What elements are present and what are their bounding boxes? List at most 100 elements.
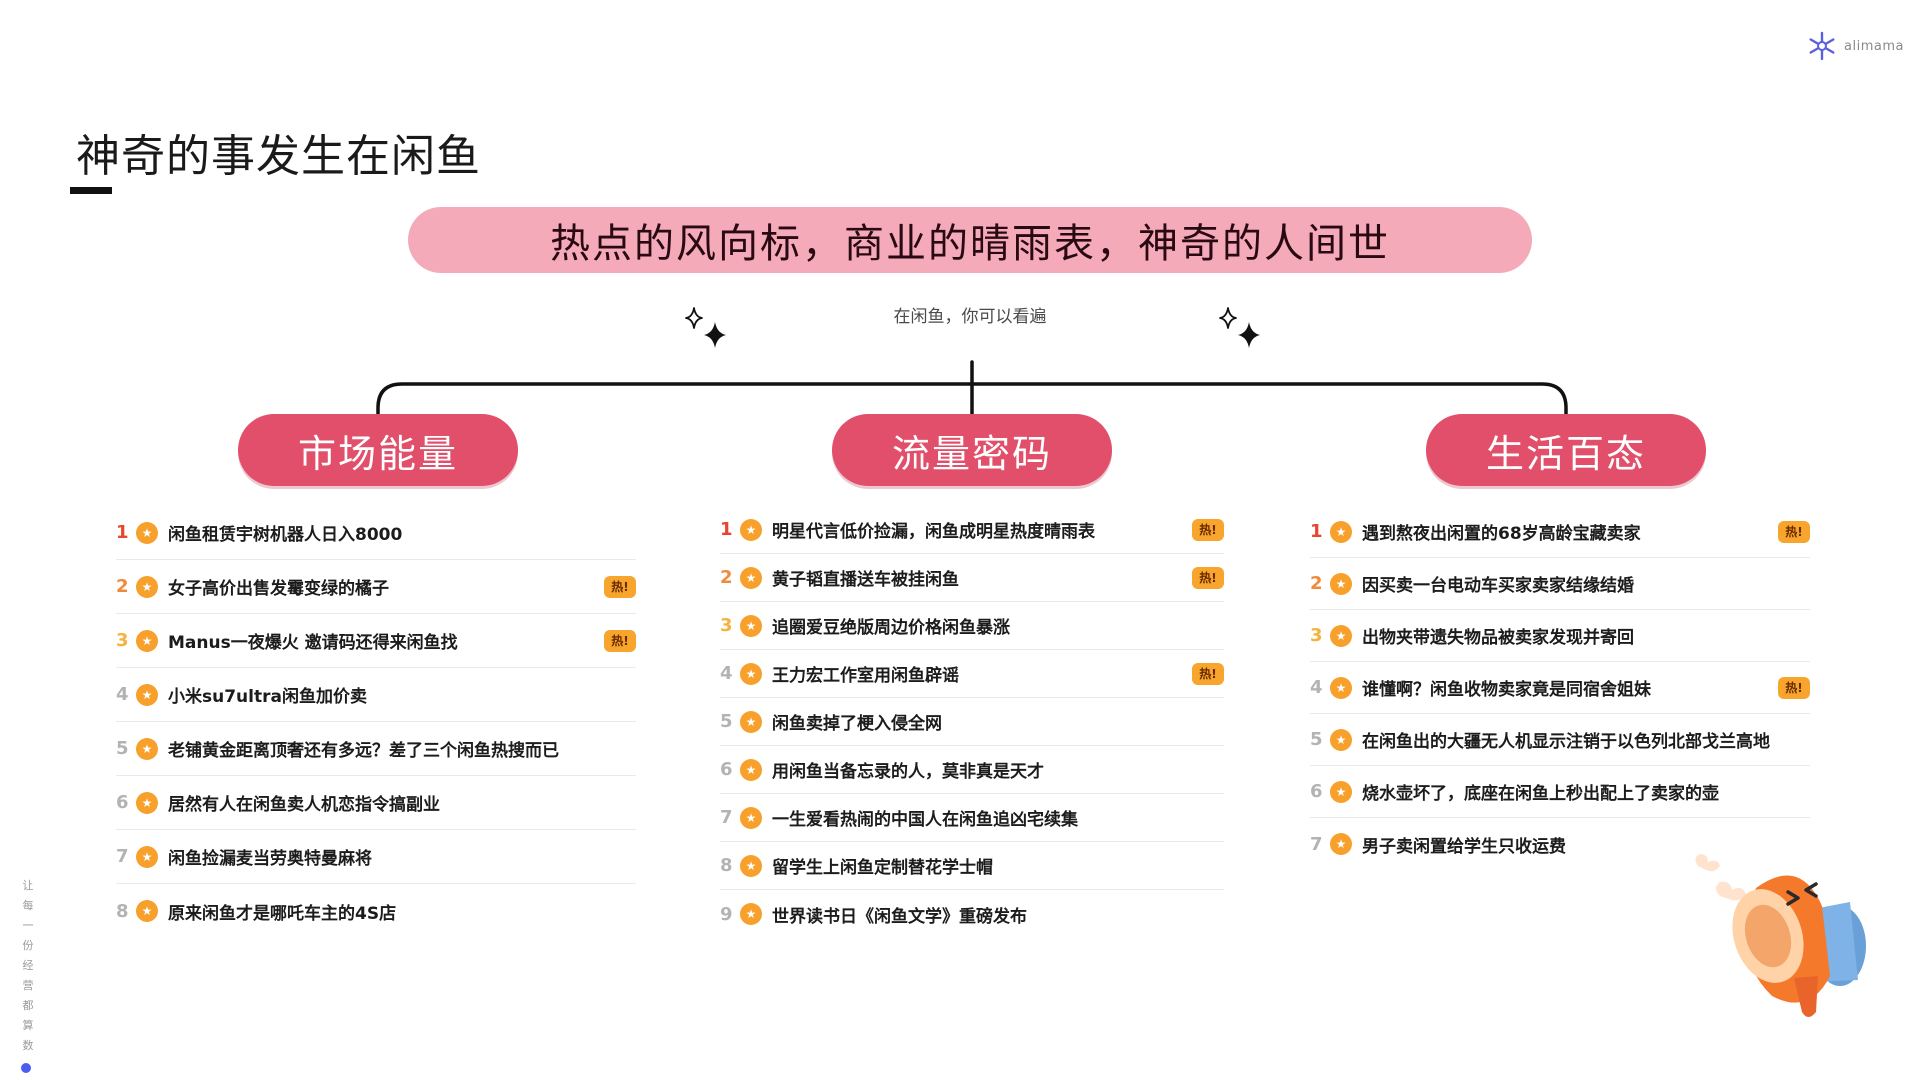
rank-number: 1 bbox=[116, 522, 129, 543]
title-underline bbox=[70, 187, 112, 194]
rank-number: 5 bbox=[1310, 729, 1323, 750]
item-text: 谁懂啊？闲鱼收物卖家竟是同宿舍姐妹 bbox=[1362, 680, 1651, 700]
list-item[interactable]: 9★世界读书日《闲鱼文学》重磅发布 bbox=[720, 890, 1224, 938]
list-item[interactable]: 5★闲鱼卖掉了梗入侵全网 bbox=[720, 698, 1224, 746]
flame-icon: ★ bbox=[136, 845, 158, 868]
asterisk-logo-icon bbox=[1809, 31, 1835, 61]
list-item[interactable]: 1 ★ 闲鱼租赁宇树机器人日入8000 bbox=[116, 506, 636, 560]
list-item[interactable]: 6 ★ 居然有人在闲鱼卖人机恋指令搞副业 bbox=[116, 776, 636, 830]
item-text: 遇到熬夜出闲置的68岁高龄宝藏卖家 bbox=[1362, 524, 1641, 544]
item-text: 明星代言低价捡漏，闲鱼成明星热度晴雨表 bbox=[772, 522, 1095, 542]
rank-number: 7 bbox=[1310, 833, 1323, 855]
rank-number: 2 bbox=[116, 576, 129, 597]
item-text: 因买卖一台电动车买家卖家结缘结婚 bbox=[1362, 576, 1634, 596]
flame-icon: ★ bbox=[136, 791, 158, 814]
list-item[interactable]: 2★因买卖一台电动车买家卖家结缘结婚 bbox=[1310, 558, 1810, 610]
item-text: 留学生上闲鱼定制替花学士帽 bbox=[772, 858, 993, 878]
rank-number: 8 bbox=[116, 900, 129, 922]
rank-number: 1 bbox=[720, 519, 733, 540]
item-text: 出物夹带遗失物品被卖家发现并寄回 bbox=[1362, 628, 1634, 648]
item-text: 闲鱼捡漏麦当劳奥特曼麻将 bbox=[168, 849, 372, 869]
item-text: 居然有人在闲鱼卖人机恋指令搞副业 bbox=[168, 795, 440, 815]
flame-icon: ★ bbox=[740, 710, 762, 733]
flame-icon: ★ bbox=[1330, 780, 1352, 803]
item-text: 追圈爱豆绝版周边价格闲鱼暴涨 bbox=[772, 618, 1010, 638]
alimama-logo: alimama bbox=[1806, 30, 1904, 62]
list-item[interactable]: 3 ★ 追圈爱豆绝版周边价格闲鱼暴涨 bbox=[720, 602, 1224, 650]
hot-badge: 热! bbox=[1192, 662, 1224, 685]
flame-icon: ★ bbox=[1330, 676, 1352, 699]
list-item[interactable]: 4 ★ 小米su7ultra闲鱼加价卖 bbox=[116, 668, 636, 722]
item-text: 用闲鱼当备忘录的人，莫非真是天才 bbox=[772, 762, 1044, 782]
flame-icon: ★ bbox=[740, 806, 762, 829]
item-text: 小米su7ultra闲鱼加价卖 bbox=[168, 687, 367, 707]
list-item[interactable]: 4★王力宏工作室用闲鱼辟谣热! bbox=[720, 650, 1224, 698]
rank-number: 9 bbox=[720, 903, 733, 925]
flame-icon: ★ bbox=[740, 854, 762, 877]
hot-badge: 热! bbox=[604, 629, 636, 652]
list-item[interactable]: 7 ★ 男子卖闲置给学生只收运费 bbox=[1310, 818, 1810, 870]
traffic-list: 1★明星代言低价捡漏，闲鱼成明星热度晴雨表热!2★黄子韬直播送车被挂闲鱼热!3★… bbox=[720, 506, 1224, 938]
list-item[interactable]: 7★闲鱼捡漏麦当劳奥特曼麻将 bbox=[116, 830, 636, 884]
flame-icon: ★ bbox=[136, 521, 158, 544]
flame-icon: ★ bbox=[136, 737, 158, 760]
flame-icon: ★ bbox=[1330, 572, 1352, 595]
item-text: 闲鱼租赁宇树机器人日入8000 bbox=[168, 525, 403, 545]
rank-number: 4 bbox=[116, 684, 129, 705]
flame-icon: ★ bbox=[740, 518, 762, 541]
list-item[interactable]: 3★Manus一夜爆火 邀请码还得来闲鱼找热! bbox=[116, 614, 636, 668]
item-text: Manus一夜爆火 邀请码还得来闲鱼找 bbox=[168, 633, 458, 653]
slogan-banner: 热点的风向标，商业的晴雨表，神奇的人间世 bbox=[408, 207, 1532, 273]
category-pill-life: 生活百态 bbox=[1426, 414, 1706, 486]
flame-icon: ★ bbox=[136, 575, 158, 598]
list-item[interactable]: 1 ★ 明星代言低价捡漏，闲鱼成明星热度晴雨表 热! bbox=[720, 506, 1224, 554]
flame-icon: ★ bbox=[1330, 833, 1352, 855]
flame-icon: ★ bbox=[136, 683, 158, 706]
list-item[interactable]: 2★黄子韬直播送车被挂闲鱼热! bbox=[720, 554, 1224, 602]
flame-icon: ★ bbox=[1330, 624, 1352, 647]
flame-icon: ★ bbox=[136, 900, 158, 922]
item-text: 黄子韬直播送车被挂闲鱼 bbox=[772, 570, 959, 590]
list-item[interactable]: 2 ★ 女子高价出售发霉变绿的橘子 热! bbox=[116, 560, 636, 614]
flame-icon: ★ bbox=[740, 903, 762, 925]
hot-badge: 热! bbox=[604, 575, 636, 598]
list-item[interactable]: 5★老铺黄金距离顶奢还有多远？差了三个闲鱼热搜而已 bbox=[116, 722, 636, 776]
item-text: 闲鱼卖掉了梗入侵全网 bbox=[772, 714, 942, 734]
page-title: 神奇的事发生在闲鱼 bbox=[76, 131, 481, 182]
item-text: 在闲鱼出的大疆无人机显示注销于以色列北部戈兰高地 bbox=[1362, 732, 1770, 752]
rank-number: 1 bbox=[1310, 521, 1323, 542]
list-item[interactable]: 1★遇到熬夜出闲置的68岁高龄宝藏卖家热! bbox=[1310, 506, 1810, 558]
item-text: 女子高价出售发霉变绿的橘子 bbox=[168, 579, 389, 599]
flame-icon: ★ bbox=[1330, 728, 1352, 751]
rank-number: 2 bbox=[720, 567, 733, 588]
hot-badge: 热! bbox=[1192, 518, 1224, 541]
rank-number: 6 bbox=[720, 759, 733, 780]
list-item[interactable]: 3★出物夹带遗失物品被卖家发现并寄回 bbox=[1310, 610, 1810, 662]
list-item[interactable]: 7★一生爱看热闹的中国人在闲鱼追凶宅续集 bbox=[720, 794, 1224, 842]
item-text: 男子卖闲置给学生只收运费 bbox=[1362, 836, 1566, 857]
rank-number: 5 bbox=[116, 738, 129, 759]
rank-number: 6 bbox=[1310, 781, 1323, 802]
list-item[interactable]: 8★原来闲鱼才是哪吒车主的4S店 bbox=[116, 884, 636, 938]
flame-icon: ★ bbox=[136, 629, 158, 652]
hot-badge: 热! bbox=[1778, 520, 1810, 543]
item-text: 一生爱看热闹的中国人在闲鱼追凶宅续集 bbox=[772, 810, 1078, 830]
list-item[interactable]: 4★谁懂啊？闲鱼收物卖家竟是同宿舍姐妹热! bbox=[1310, 662, 1810, 714]
logo-text: alimama bbox=[1844, 38, 1904, 54]
sparkle-icon bbox=[1219, 307, 1260, 348]
list-item[interactable]: 5 ★ 在闲鱼出的大疆无人机显示注销于以色列北部戈兰高地 bbox=[1310, 714, 1810, 766]
rank-number: 8 bbox=[720, 855, 733, 876]
list-item[interactable]: 6★烧水壶坏了，底座在闲鱼上秒出配上了卖家的壶 bbox=[1310, 766, 1810, 818]
rank-number: 3 bbox=[720, 615, 733, 636]
side-slogan: 让每一份经营都算数 bbox=[22, 879, 34, 1052]
flame-icon: ★ bbox=[740, 758, 762, 781]
rank-number: 6 bbox=[116, 792, 129, 813]
list-item[interactable]: 6 ★ 用闲鱼当备忘录的人，莫非真是天才 bbox=[720, 746, 1224, 794]
flame-icon: ★ bbox=[740, 662, 762, 685]
flame-icon: ★ bbox=[740, 614, 762, 637]
list-item[interactable]: 8 ★ 留学生上闲鱼定制替花学士帽 bbox=[720, 842, 1224, 890]
side-dot bbox=[21, 1063, 31, 1073]
item-text: 王力宏工作室用闲鱼辟谣 bbox=[772, 666, 959, 686]
subtitle: 在闲鱼，你可以看遍 bbox=[893, 307, 1047, 327]
